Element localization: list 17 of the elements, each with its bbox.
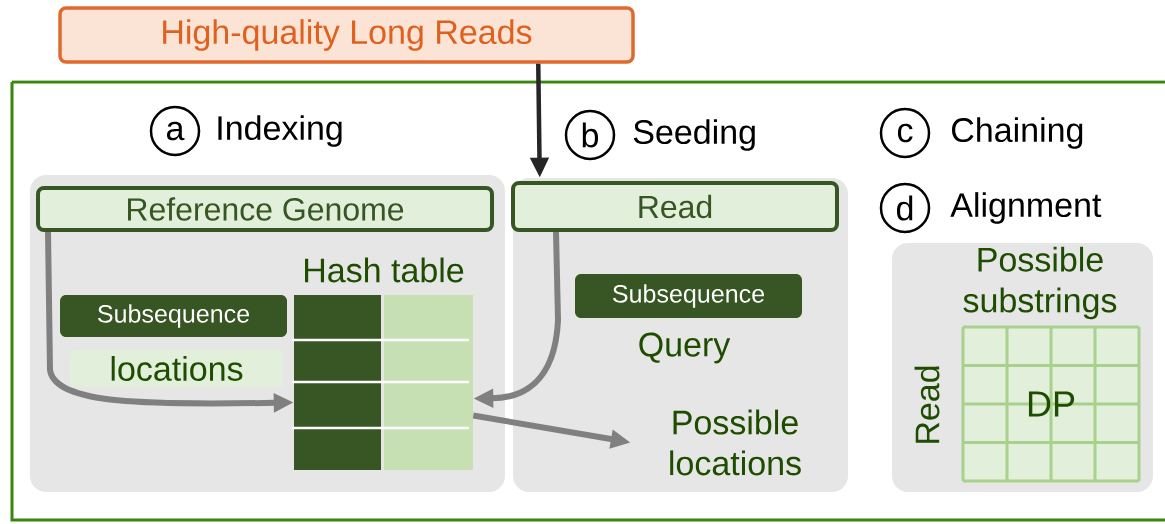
input-box: High-quality Long Reads bbox=[58, 6, 635, 64]
step-heading: Alignment bbox=[950, 192, 1102, 224]
step-heading: Seeding bbox=[633, 119, 755, 151]
subsequence-box: Subsequence bbox=[575, 274, 802, 318]
caption-text: Query bbox=[639, 332, 731, 364]
locations-box: locations bbox=[70, 350, 283, 387]
caption-text: Read bbox=[914, 366, 940, 443]
subsequence-box: Subsequence bbox=[60, 295, 287, 337]
caption-text: Possible substrings bbox=[963, 246, 1117, 320]
hash-table: Hash table bbox=[292, 257, 473, 470]
sequence-box: Read bbox=[511, 181, 839, 232]
step-heading: Chaining bbox=[952, 117, 1083, 149]
node-label: Hash table bbox=[305, 257, 464, 283]
sequence-box: Reference Genome bbox=[36, 186, 494, 232]
dp-matrix: DP bbox=[961, 325, 1141, 483]
step-heading: Indexing bbox=[218, 115, 342, 147]
result-text: Possible locations bbox=[670, 409, 801, 476]
